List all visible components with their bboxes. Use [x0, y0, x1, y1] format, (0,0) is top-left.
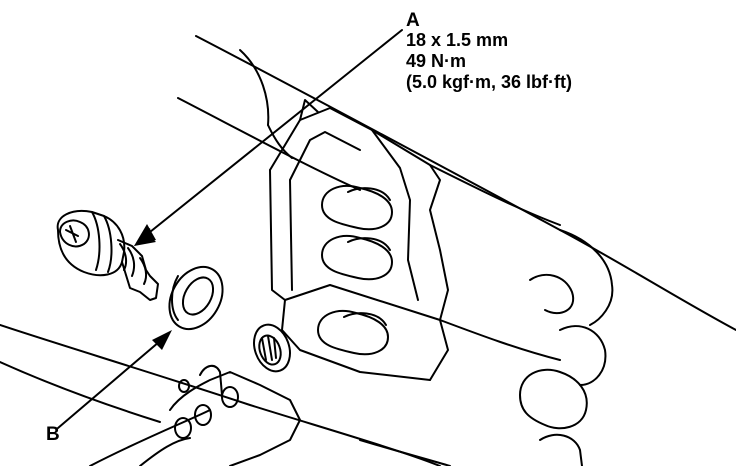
- drain-bolt: [56, 210, 159, 301]
- callout-a-leader: [134, 29, 403, 246]
- callout-a-thread-size: 18 x 1.5 mm: [406, 30, 509, 50]
- callout-a-letter: A: [406, 10, 420, 31]
- bolt-hole: [253, 323, 291, 373]
- lower-flange: [139, 364, 301, 466]
- boss-pockets: [317, 185, 393, 356]
- sealing-washer: [168, 266, 224, 330]
- housing-casting: [269, 99, 561, 381]
- callout-b-letter: B: [46, 424, 60, 445]
- callout-b-leader: [57, 330, 172, 429]
- side-cover: [519, 229, 614, 466]
- callout-a-torque: 49 N·m: [406, 51, 467, 71]
- callout-a-torque-alt: (5.0 kgf·m, 36 lbf·ft): [406, 72, 573, 92]
- housing-outline: [0, 35, 736, 466]
